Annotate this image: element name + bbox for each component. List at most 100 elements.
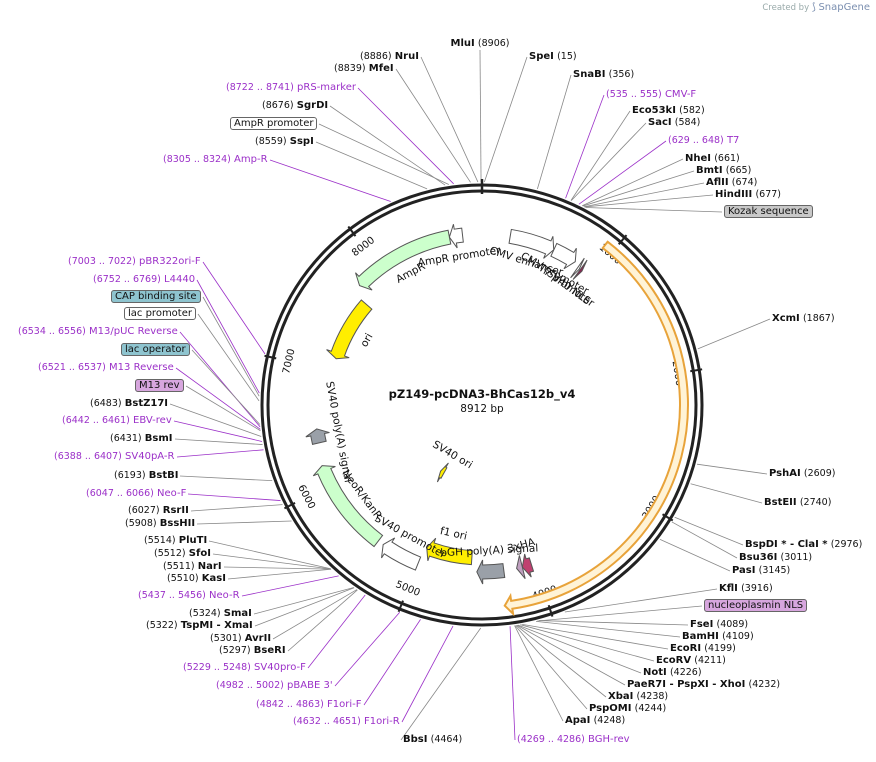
site-label-pbr322ori-f[interactable]: (7003 .. 7022) pBR322ori-F xyxy=(68,256,201,268)
leader-line-sfoi xyxy=(212,553,331,570)
site-label-amp-r[interactable]: (8305 .. 8324) Amp-R xyxy=(163,154,268,166)
site-label-t7[interactable]: (629 .. 648) T7 xyxy=(668,135,739,147)
site-label-m13-reverse[interactable]: (6521 .. 6537) M13 Reverse xyxy=(38,362,174,374)
site-label-f1ori-r[interactable]: (4632 .. 4651) F1ori-R xyxy=(293,716,400,728)
leader-line-bsu36i xyxy=(671,521,738,559)
site-label-sv40pa-r[interactable]: (6388 .. 6407) SV40pA-R xyxy=(54,451,175,463)
feature-sv40-nls[interactable] xyxy=(572,259,588,280)
site-label-lac-operator[interactable]: lac operator xyxy=(121,343,190,356)
credit-text: Created by xyxy=(762,3,810,13)
site-position: (535 .. 555) xyxy=(606,89,662,100)
feature-neor-kanr[interactable] xyxy=(312,465,384,548)
site-label-l4440[interactable]: (6752 .. 6769) L4440 xyxy=(93,274,195,286)
site-position: (5512) xyxy=(154,548,186,559)
site-label-sv40pro-f[interactable]: (5229 .. 5248) SV40pro-F xyxy=(183,662,306,674)
site-label-prs-marker[interactable]: (8722 .. 8741) pRS-marker xyxy=(226,82,356,94)
site-label-bsmi[interactable]: (6431) BsmI xyxy=(110,433,173,445)
site-label-ecori[interactable]: EcoRI (4199) xyxy=(670,643,736,655)
site-label-m13-puc-reverse[interactable]: (6534 .. 6556) M13/pUC Reverse xyxy=(18,326,178,338)
site-label-aflii[interactable]: AflII (674) xyxy=(706,177,757,189)
tick-mark-3000 xyxy=(661,513,674,522)
site-label-cap-binding-site[interactable]: CAP binding site xyxy=(111,290,201,303)
site-label-pshai[interactable]: PshAI (2609) xyxy=(769,468,835,480)
site-label-bmti[interactable]: BmtI (665) xyxy=(696,165,751,177)
leader-line-bamhi xyxy=(535,620,681,638)
site-label-noti[interactable]: NotI (4226) xyxy=(643,667,702,679)
site-label-spei[interactable]: SpeI (15) xyxy=(529,51,577,63)
feature-3xha[interactable] xyxy=(521,553,535,578)
feature-t7-promoter[interactable] xyxy=(570,257,585,279)
site-label-m13-rev[interactable]: M13 rev xyxy=(135,379,184,392)
feature-ampr[interactable] xyxy=(355,229,452,291)
site-label-apai[interactable]: ApaI (4248) xyxy=(565,715,625,727)
feature-nucleoplasmin-nls[interactable] xyxy=(516,555,526,580)
site-label-neo-f[interactable]: (6047 .. 6066) Neo-F xyxy=(86,488,186,500)
site-label-bseri[interactable]: (5297) BseRI xyxy=(219,645,286,657)
site-label-rsrii[interactable]: (6027) RsrII xyxy=(128,505,189,517)
site-label-ebv-rev[interactable]: (6442 .. 6461) EBV-rev xyxy=(62,415,172,427)
feature-sv40-promoter[interactable] xyxy=(381,537,422,571)
tick-mark-4000 xyxy=(547,604,554,617)
site-label-avrii[interactable]: (5301) AvrII xyxy=(210,633,271,645)
feature-sv40-poly-a-signal[interactable] xyxy=(305,428,330,446)
site-label-xcmi[interactable]: XcmI (1867) xyxy=(772,313,835,325)
site-label-bamhi[interactable]: BamHI (4109) xyxy=(682,631,754,643)
feature-f1-ori[interactable] xyxy=(426,537,473,566)
site-label-kasi[interactable]: (5510) KasI xyxy=(167,573,226,585)
site-label-hindiii[interactable]: HindIII (677) xyxy=(715,189,781,201)
site-label-nhei[interactable]: NheI (661) xyxy=(685,153,740,165)
site-position: (4248) xyxy=(593,715,626,726)
site-label-xbai[interactable]: XbaI (4238) xyxy=(608,691,668,703)
site-label-ampr-promoter[interactable]: AmpR promoter xyxy=(230,117,318,130)
feature-cmv-promoter[interactable] xyxy=(550,242,577,270)
site-label-lac-promoter[interactable]: lac promoter xyxy=(124,307,196,320)
site-label-paer7i-pspxi-xhoi[interactable]: PaeR7I - PspXI - XhoI (4232) xyxy=(627,679,780,691)
site-label-bsu36i[interactable]: Bsu36I (3011) xyxy=(739,552,812,564)
site-label-bgh-rev[interactable]: (4269 .. 4286) BGH-rev xyxy=(517,734,630,746)
site-label-fsei[interactable]: FseI (4089) xyxy=(690,619,748,631)
site-position: (3011) xyxy=(780,552,813,563)
site-label-pspomi[interactable]: PspOMI (4244) xyxy=(589,703,666,715)
site-label-sgrdi[interactable]: (8676) SgrDI xyxy=(262,100,328,112)
feature-bgh-poly-a-signal[interactable] xyxy=(476,559,506,585)
site-label-neo-r[interactable]: (5437 .. 5456) Neo-R xyxy=(138,590,240,602)
feature-bhcas12b[interactable] xyxy=(503,240,689,617)
site-label-bstz17i[interactable]: (6483) BstZ17I xyxy=(90,398,168,410)
site-name: NheI xyxy=(685,153,711,164)
site-label-ecorv[interactable]: EcoRV (4211) xyxy=(656,655,726,667)
feature-ampr-promoter[interactable] xyxy=(448,224,464,249)
site-label-smai[interactable]: (5324) SmaI xyxy=(189,608,252,620)
tick-mark-2000 xyxy=(690,368,703,373)
site-label-eco53ki[interactable]: Eco53kI (582) xyxy=(632,105,705,117)
site-label-mlui[interactable]: MluI (8906) xyxy=(451,38,510,50)
leader-line-mfei xyxy=(395,68,471,183)
site-label-cmv-f[interactable]: (535 .. 555) CMV-F xyxy=(606,89,696,101)
site-position: (4244) xyxy=(634,703,667,714)
feature-label-f1-ori: f1 ori xyxy=(439,525,468,543)
site-label-kozak-sequence[interactable]: Kozak sequence xyxy=(724,205,813,218)
site-label-nari[interactable]: (5511) NarI xyxy=(163,561,222,573)
site-label-f1ori-f[interactable]: (4842 .. 4863) F1ori-F xyxy=(256,699,362,711)
site-label-bstbi[interactable]: (6193) BstBI xyxy=(114,470,178,482)
site-label-kfli[interactable]: KflI (3916) xyxy=(719,583,773,595)
site-label-snabi[interactable]: SnaBI (356) xyxy=(573,69,634,81)
site-label-bsteii[interactable]: BstEII (2740) xyxy=(764,497,831,509)
feature-cmv-enhancer[interactable] xyxy=(508,228,555,259)
site-label-mfei[interactable]: (8839) MfeI xyxy=(334,63,394,75)
site-label-bbsi[interactable]: BbsI (4464) xyxy=(403,734,462,746)
site-label-pasi[interactable]: PasI (3145) xyxy=(732,565,790,577)
site-label-nucleoplasmin-nls[interactable]: nucleoplasmin NLS xyxy=(704,599,808,612)
site-label-nrui[interactable]: (8886) NruI xyxy=(360,51,419,63)
leader-line-bbsi xyxy=(400,627,482,741)
site-label-sfoi[interactable]: (5512) SfoI xyxy=(154,548,211,560)
feature-ori[interactable] xyxy=(326,299,373,360)
site-label-pluti[interactable]: (5514) PluTI xyxy=(144,535,207,547)
site-label-saci[interactable]: SacI (584) xyxy=(648,117,700,129)
site-label-bsshii[interactable]: (5908) BssHII xyxy=(125,518,195,530)
site-label-bspdi-clai[interactable]: BspDI * - ClaI * (2976) xyxy=(745,539,862,551)
site-label-tspmi-xmai[interactable]: (5322) TspMI - XmaI xyxy=(146,620,253,632)
site-label-pbabe-3[interactable]: (4982 .. 5002) pBABE 3' xyxy=(216,680,333,692)
feature-sv40-ori[interactable] xyxy=(436,462,449,483)
site-label-sspi[interactable]: (8559) SspI xyxy=(255,136,314,148)
